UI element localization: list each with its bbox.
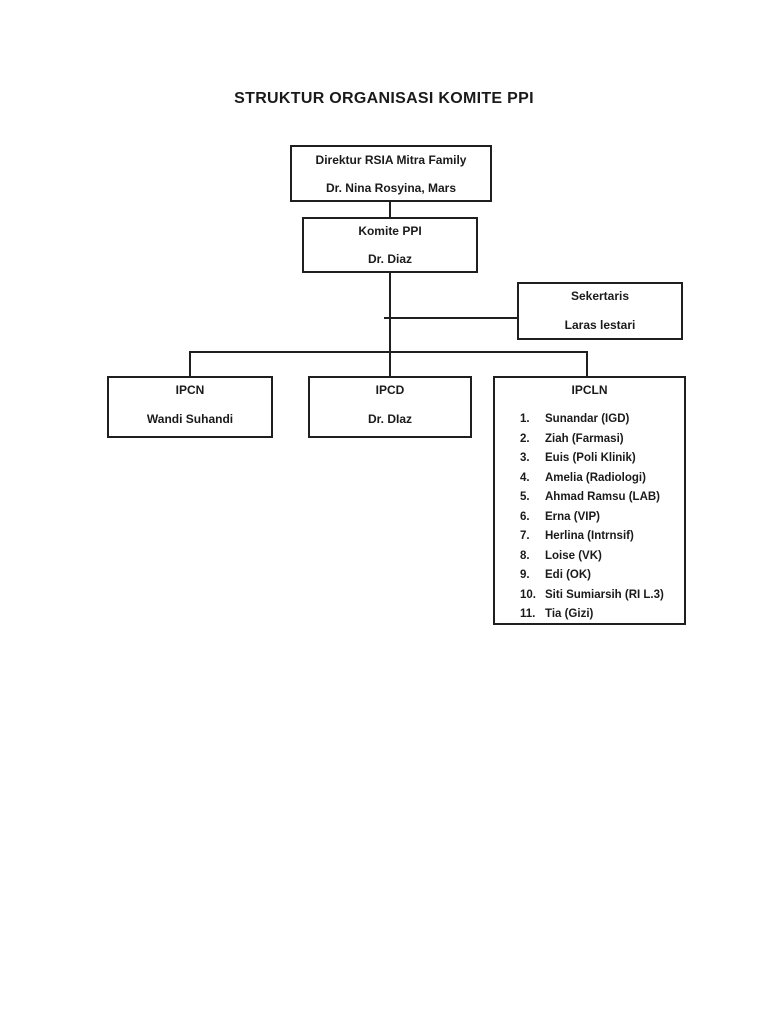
connector-direktur-komite xyxy=(389,202,391,217)
list-item-number: 5. xyxy=(520,491,530,503)
list-item-label: Siti Sumiarsih (RI L.3) xyxy=(545,588,664,601)
org-node-sekertaris: Sekertaris Laras lestari xyxy=(517,282,683,340)
list-item: 10. Siti Sumiarsih (RI L.3) xyxy=(520,586,684,606)
connector-komite-down xyxy=(389,273,391,376)
org-node-direktur: Direktur RSIA Mitra Family Dr. Nina Rosy… xyxy=(290,145,492,202)
connector-drop-ipcn xyxy=(189,351,191,376)
list-item-number: 1. xyxy=(520,413,530,425)
node-role: Komite PPI xyxy=(358,224,422,238)
connector-horizontal-bus xyxy=(189,351,588,353)
list-item-label: Amelia (Radiologi) xyxy=(545,471,646,484)
list-item: 8. Loise (VK) xyxy=(520,547,684,567)
list-item-label: Euis (Poli Klinik) xyxy=(545,452,636,464)
list-item: 7. Herlina (Intrnsif) xyxy=(520,527,684,547)
node-role: IPCLN xyxy=(571,383,608,397)
list-item-number: 9. xyxy=(520,569,530,581)
node-person: Dr. Diaz xyxy=(367,252,412,266)
node-person: Dr. DIaz xyxy=(367,412,412,426)
list-item-number: 10. xyxy=(520,588,536,601)
list-item-label: Edi (OK) xyxy=(545,569,591,581)
list-item: 11. Tia (Gizi) xyxy=(520,605,684,625)
list-item-label: Tia (Gizi) xyxy=(545,608,594,620)
list-item-number: 11. xyxy=(520,608,536,620)
org-node-ipcn: IPCN Wandi Suhandi xyxy=(107,376,273,438)
list-item: 5. Ahmad Ramsu (LAB) xyxy=(520,488,684,508)
org-node-komite-ppi: Komite PPI Dr. Diaz xyxy=(302,217,478,273)
node-role: Direktur RSIA Mitra Family xyxy=(315,153,467,167)
list-item: 2. Ziah (Farmasi) xyxy=(520,430,684,450)
list-item: 6. Erna (VIP) xyxy=(520,508,684,528)
connector-sekertaris xyxy=(384,317,517,319)
list-item-label: Erna (VIP) xyxy=(545,510,600,523)
ipcln-member-list: 1. Sunandar (IGD) 2. Ziah (Farmasi) 3. E… xyxy=(495,410,684,625)
node-person: Dr. Nina Rosyina, Mars xyxy=(325,181,457,195)
list-item-number: 7. xyxy=(520,530,530,542)
list-item: 4. Amelia (Radiologi) xyxy=(520,469,684,489)
list-item-number: 8. xyxy=(520,549,530,562)
list-item-number: 2. xyxy=(520,432,530,445)
org-node-ipcd: IPCD Dr. DIaz xyxy=(308,376,472,438)
list-item-label: Ziah (Farmasi) xyxy=(545,432,624,445)
list-item-number: 6. xyxy=(520,510,530,523)
page-title: STRUKTUR ORGANISASI KOMITE PPI xyxy=(234,90,534,107)
org-node-ipcln: IPCLN 1. Sunandar (IGD) 2. Ziah (Farmasi… xyxy=(493,376,686,625)
node-person: Wandi Suhandi xyxy=(146,412,234,426)
list-item-label: Loise (VK) xyxy=(545,549,602,562)
node-role: IPCN xyxy=(175,383,205,397)
list-item-number: 3. xyxy=(520,452,530,464)
list-item-label: Sunandar (IGD) xyxy=(545,413,630,425)
list-item-label: Herlina (Intrnsif) xyxy=(545,530,634,542)
list-item: 1. Sunandar (IGD) xyxy=(520,410,684,430)
connector-drop-ipcln xyxy=(586,351,588,376)
node-role: Sekertaris xyxy=(570,289,630,303)
node-role: IPCD xyxy=(375,383,405,397)
list-item-number: 4. xyxy=(520,471,530,484)
list-item: 3. Euis (Poli Klinik) xyxy=(520,449,684,469)
node-person: Laras lestari xyxy=(564,318,636,332)
list-item: 9. Edi (OK) xyxy=(520,566,684,586)
list-item-label: Ahmad Ramsu (LAB) xyxy=(545,491,661,503)
